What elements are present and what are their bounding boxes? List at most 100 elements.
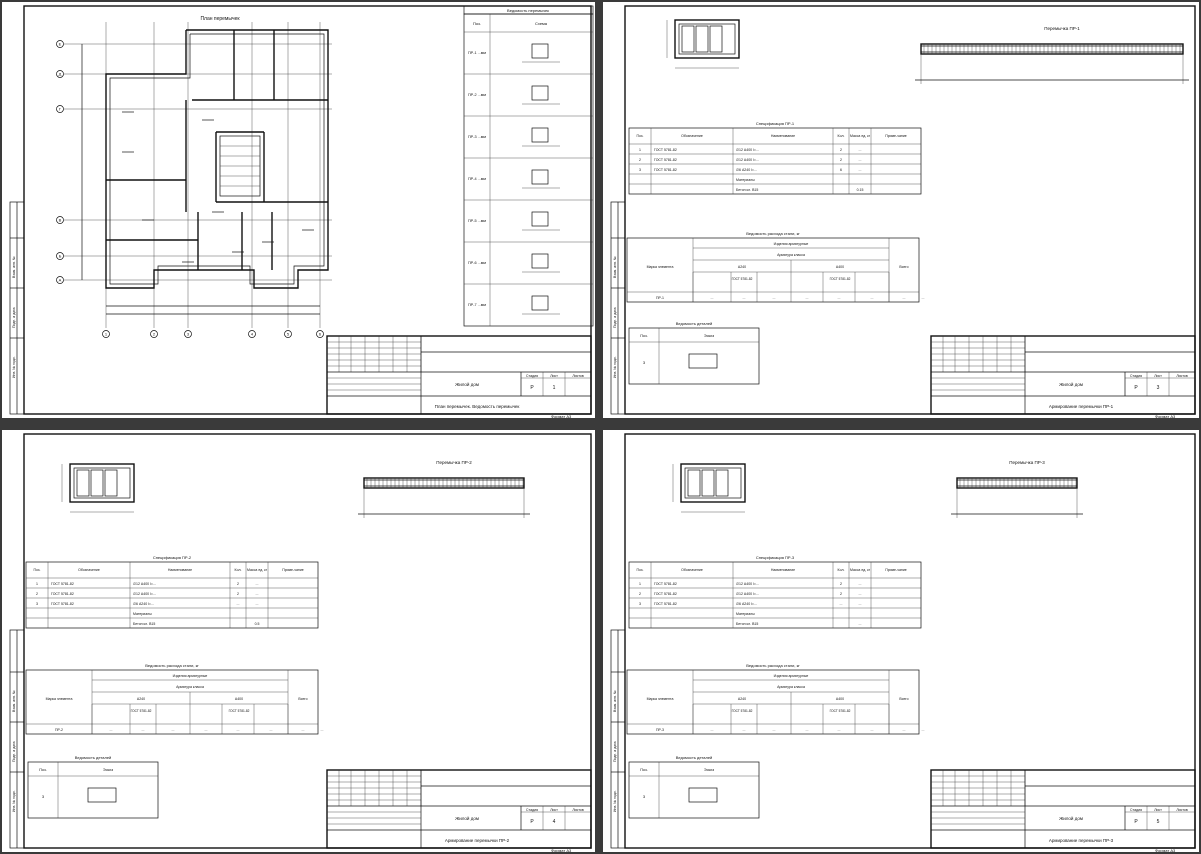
beam-elevation: [956, 477, 1078, 489]
sheet-header: Лист: [1154, 374, 1162, 378]
lintel-section-sketch: [531, 127, 549, 143]
title-block-caption: Армирование перемычки ПР-2: [445, 838, 510, 843]
stirrup-sketch: [688, 353, 718, 369]
steel-table: [626, 237, 920, 303]
lintel-schedule-pos: ПР-5 ...мм: [468, 219, 486, 223]
stirrup-outline: [684, 467, 742, 499]
spec-cell: 3: [36, 602, 38, 606]
steel-gost: ГОСТ 5781-82: [229, 709, 250, 713]
steel-cell: ...: [806, 728, 809, 732]
sheets-header: Листов: [572, 808, 584, 812]
spec-cell: ∅6 А240 l=...: [133, 602, 154, 606]
side-stamp-label: Взам. инв. №: [613, 690, 617, 712]
format-label: Формат А3: [551, 848, 572, 852]
title-block-org: Жилой дом: [1059, 381, 1083, 387]
side-stamp-label: Подп. и дата: [12, 741, 16, 762]
steel-title: Ведомость расхода стали, кг: [145, 663, 199, 668]
spec-cell: 2: [840, 592, 842, 596]
lintel-schedule-pos: ПР-1 ...мм: [468, 51, 486, 55]
specification-table: [628, 561, 922, 629]
lintel-section-sketch: [531, 253, 549, 269]
steel-class: А240: [738, 697, 746, 701]
spec-cell: ...: [256, 592, 259, 596]
spec-cell: ГОСТ 5781-82: [654, 592, 677, 596]
lintel-section-sketch: [531, 295, 549, 311]
steel-first-header: Марка элемента: [46, 697, 73, 701]
lintel-section-sketch: [531, 211, 549, 227]
spec-cell: ГОСТ 5781-82: [51, 582, 74, 586]
side-stamp-label: Инв. № подл.: [12, 356, 16, 378]
axis-bubble: [56, 276, 64, 284]
steel-caption: Изделия арматурные: [774, 674, 809, 678]
detail-table: [27, 761, 159, 819]
lintel-section-sketch: [531, 43, 549, 59]
stirrup: [695, 25, 709, 53]
beam-label: Перемычка ПР-1: [1044, 26, 1080, 31]
spec-header: Наименование: [771, 568, 795, 572]
stage-value: Р: [530, 385, 534, 391]
steel-first-header: Марка элемента: [647, 265, 674, 269]
side-stamp-label: Взам. инв. №: [613, 256, 617, 278]
axis-bubble: [56, 252, 64, 260]
steel-gost: ГОСТ 5781-82: [830, 709, 851, 713]
axis-bubble: [150, 330, 158, 338]
detail-pos: 3: [42, 794, 45, 799]
spec-cell: ...: [256, 602, 259, 606]
stage-value: Р: [1134, 385, 1138, 391]
format-label: Формат А3: [551, 414, 572, 418]
side-stamp-label: Инв. № подл.: [613, 356, 617, 378]
spec-cell: ...: [859, 582, 862, 586]
sheet-number: 1: [553, 385, 556, 391]
spec-cell: 2: [237, 582, 239, 586]
stage-header: Стадия: [1130, 374, 1142, 378]
spec-cell: Бетон кл. В15: [736, 622, 758, 626]
detail-header: Эскиз: [103, 768, 113, 772]
steel-caption: Изделия арматурные: [173, 674, 208, 678]
steel-cell: ...: [903, 296, 906, 300]
side-stamp-label: Взам. инв. №: [12, 690, 16, 712]
steel-gost: ГОСТ 5781-82: [131, 709, 152, 713]
lintel-schedule-pos: ПР-3 ...мм: [468, 135, 486, 139]
steel-cell: ...: [110, 728, 113, 732]
steel-cell: ...: [302, 728, 305, 732]
stirrup-sketch: [87, 787, 117, 803]
schedule-header: Поз.: [473, 21, 481, 26]
detail-pos: 3: [643, 360, 646, 365]
spec-header: Масса ед. кг: [850, 568, 871, 572]
steel-class: А240: [137, 697, 145, 701]
spec-cell: ГОСТ 5781-82: [654, 168, 677, 172]
steel-gost: ГОСТ 5781-82: [830, 277, 851, 281]
steel-cell: ...: [172, 728, 175, 732]
spec-cell: Материалы: [736, 178, 755, 182]
plan-title: План перемычек: [200, 16, 240, 22]
spec-header: Кол.: [838, 134, 845, 138]
detail-table-title: Ведомость деталей: [676, 321, 713, 326]
spec-cell: ∅12 А400 l=...: [133, 592, 156, 596]
spec-cell: 0.5: [255, 622, 260, 626]
steel-class: А400: [836, 265, 844, 269]
axis-bubble: [56, 40, 64, 48]
sheet-number: 4: [553, 819, 556, 825]
steel-cell: ...: [270, 728, 273, 732]
axis-label: 3: [187, 332, 190, 337]
steel-cell: ПР-3: [656, 728, 664, 732]
lintel-schedule-pos: ПР-6 ...мм: [468, 261, 486, 265]
lintel-schedule-pos: ПР-7 ...мм: [468, 303, 486, 307]
spec-header: Приме-чание: [282, 568, 304, 572]
spec-cell: 3: [639, 168, 641, 172]
spec-cell: ГОСТ 5781-82: [654, 602, 677, 606]
spec-cell: 2: [36, 592, 38, 596]
spec-cell: ∅12 А400 l=...: [736, 592, 759, 596]
spec-cell: 2: [840, 582, 842, 586]
stirrup: [687, 469, 701, 497]
drawing-frame: [23, 5, 592, 415]
spec-header: Поз.: [637, 134, 644, 138]
spec-cell: 0.15: [857, 188, 864, 192]
spec-title: Спецификация ПР-1: [756, 121, 795, 126]
steel-cell: ...: [922, 728, 925, 732]
steel-group: Арматура класса: [777, 253, 805, 257]
axis-label: 5: [287, 332, 290, 337]
